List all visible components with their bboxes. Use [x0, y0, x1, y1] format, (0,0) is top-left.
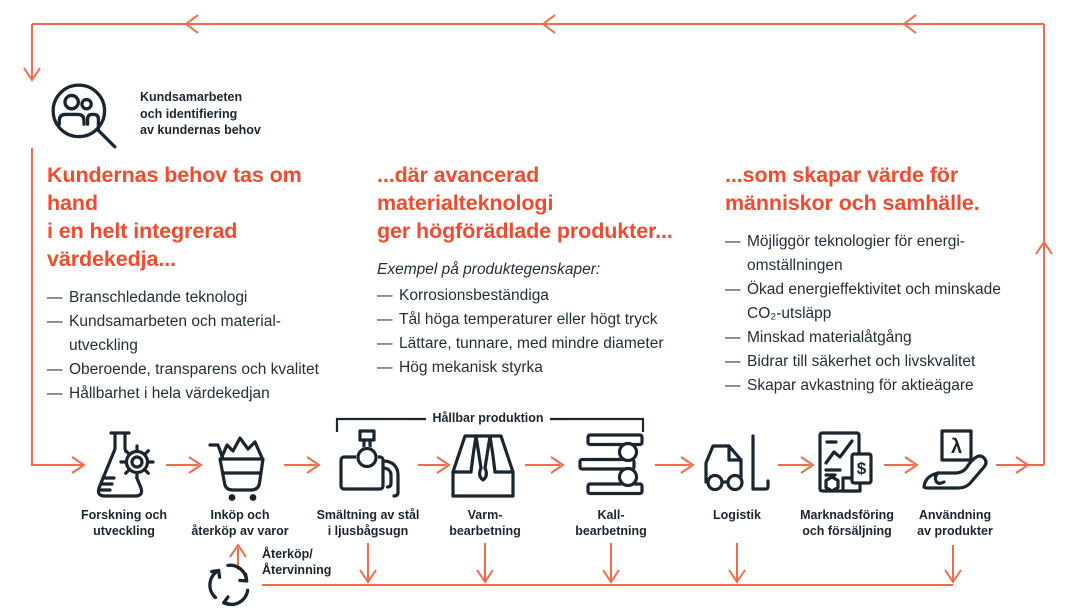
step-arrows [166, 456, 919, 474]
recycle-return-lines [229, 543, 962, 586]
column-heading: ...som skapar värde för människor och sa… [725, 163, 980, 215]
column-advanced-materials: ...där avancerad materialteknologi ger h… [377, 161, 707, 380]
bullet-item: —Bidrar till säkerhet och livskvalitet [725, 353, 976, 370]
logo-glyph: λ [951, 436, 962, 458]
magnifier-people-icon [48, 80, 120, 152]
bullet-item: —Branschledande teknologi [47, 289, 248, 306]
product-use-icon: λ [915, 426, 995, 506]
bullet-list: —Möjliggör teknologier för energi- omstä… [725, 230, 1047, 398]
recycle-icon [203, 556, 257, 610]
bullet-item: —Möjliggör teknologier för energi- omstä… [725, 233, 965, 274]
step-label-marketing: Marknadsföring och försäljning [800, 508, 894, 538]
bullet-item: —Ökad energieffektivitet och minskade CO… [725, 281, 1001, 322]
recycle-label: Återköp/ Återvinning [262, 547, 332, 577]
column-heading: ...där avancerad materialteknologi ger h… [377, 163, 673, 243]
sustainable-production-label: Hållbar produktion [428, 411, 548, 425]
bullet-list: —Korrosionsbeständiga —Tål höga temperat… [377, 284, 707, 380]
bullet-item: —Kundsamarbeten och material- utveckling [47, 313, 281, 354]
step-label-product-use: Användning av produkter [917, 508, 993, 538]
bullet-item: —Lättare, tunnare, med mindre diameter [377, 335, 664, 352]
customer-collaboration-note: Kundsamarbeten och identifiering av kund… [140, 90, 261, 137]
hot-working-icon [443, 426, 523, 506]
bullet-item: —Korrosionsbeständiga [377, 287, 549, 304]
column-intro: Exempel på produktegenskaper: [377, 261, 601, 278]
bullet-item: —Minskad materialåtgång [725, 329, 912, 346]
bullet-item: —Skapar avkastning för aktieägare [725, 377, 974, 394]
sustainable-production-bracket [335, 417, 645, 432]
flask-gear-icon [84, 426, 164, 506]
marketing-sales-icon: $ [807, 426, 887, 506]
bullet-item: —Tål höga temperaturer eller högt tryck [377, 311, 658, 328]
cold-working-icon [571, 426, 651, 506]
step-label-purchasing: Inköp och återköp av varor [191, 508, 289, 538]
step-label-melting: Smältning av stål i ljusbågsugn [316, 508, 420, 538]
column-integrated-value-chain: Kundernas behov tas om hand i en helt in… [47, 161, 357, 406]
bullet-item: —Hållbarhet i hela värdekedjan [47, 385, 270, 402]
column-value-for-society: ...som skapar värde för människor och sa… [725, 161, 1047, 398]
step-label-cold-working: Kall- bearbetning [575, 508, 647, 538]
bullet-list: —Branschledande teknologi —Kundsamarbete… [47, 286, 357, 406]
step-label-logistics: Logistik [713, 508, 761, 522]
step-label-hot-working: Varm- bearbetning [449, 508, 521, 538]
outer-loop [23, 14, 1053, 474]
bullet-item: —Hög mekanisk styrka [377, 359, 543, 376]
bullet-item: —Oberoende, transparens och kvalitet [47, 361, 319, 378]
arc-furnace-icon [330, 426, 410, 506]
forklift-icon [696, 426, 776, 506]
cart-scrap-icon [200, 426, 280, 506]
column-heading: Kundernas behov tas om hand i en helt in… [47, 163, 302, 271]
dollar-glyph: $ [857, 459, 867, 478]
step-label-research: Forskning och utveckling [80, 508, 168, 538]
